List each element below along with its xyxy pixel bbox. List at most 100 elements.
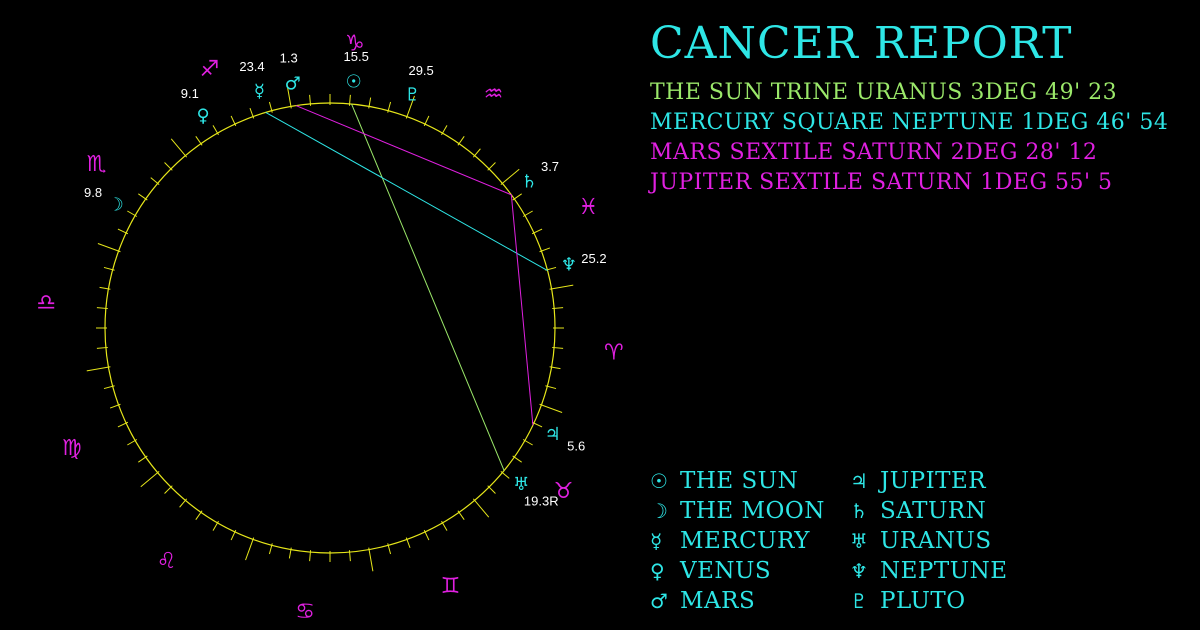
wheel-tick	[522, 439, 533, 446]
uranus-icon: ♅	[850, 529, 868, 553]
wheel-tick	[441, 520, 448, 531]
legend-label: THE MOON	[680, 498, 825, 524]
natal-chart-wheel: ♈♉♊♋♌♍♎♏♐♑♒♓ ☉15.5☽9.8☿23.4♀9.1♂1.3♃5.6♄…	[36, 32, 624, 625]
wheel-tick	[164, 162, 173, 171]
legend-label: MARS	[680, 588, 756, 614]
wheel-tick	[127, 210, 138, 217]
planet-degree-label: 3.7	[541, 159, 559, 174]
leo-icon: ♌	[157, 549, 177, 574]
wheel-tick	[195, 510, 203, 520]
wheel-tick	[387, 101, 392, 113]
saturn-icon: ♄	[521, 171, 537, 192]
wheel-tick	[96, 346, 108, 349]
wheel-tick	[348, 94, 351, 106]
wheel-circle	[104, 102, 556, 554]
wheel-tick	[286, 84, 292, 109]
wheel-tick	[103, 385, 115, 390]
legend-label: THE SUN	[680, 468, 799, 494]
libra-icon: ♎	[36, 291, 56, 316]
legend-item: ♀VENUS	[650, 556, 850, 586]
planet-degree-label: 15.5	[344, 49, 369, 64]
aquarius-icon: ♒	[484, 82, 504, 107]
wheel-tick	[441, 125, 448, 136]
aspect-line-text: MERCURY SQUARE NEPTUNE 1DEG 46' 54	[650, 110, 1169, 135]
wheel-tick	[539, 247, 551, 253]
wheel-tick	[539, 403, 563, 413]
planet-degree-label: 29.5	[408, 63, 433, 78]
sun-icon: ☉	[650, 469, 668, 493]
jupiter-icon: ♃	[850, 469, 868, 493]
mercury-icon: ☿	[254, 81, 265, 102]
scorpio-icon: ♏	[87, 152, 107, 177]
wheel-tick	[138, 455, 148, 463]
wheel-tick	[86, 366, 111, 372]
planet-degree-label: 9.1	[181, 86, 199, 101]
venus-icon: ♀	[197, 106, 210, 127]
wheel-tick	[268, 543, 273, 555]
wheel-tick	[405, 95, 415, 119]
aspect-line-text: MARS SEXTILE SATURN 2DEG 28' 12	[650, 140, 1098, 165]
planet-degree-label: 1.3	[280, 51, 298, 66]
wheel-tick	[500, 470, 510, 479]
wheel-tick	[309, 94, 312, 106]
wheel-tick	[288, 547, 292, 559]
gemini-icon: ♊	[441, 574, 461, 599]
wheel-tick	[531, 228, 543, 235]
mars-icon: ♂	[650, 589, 668, 613]
wheel-tick	[127, 439, 138, 446]
aspect-line-text: JUPITER SEXTILE SATURN 1DEG 55' 5	[650, 170, 1113, 195]
wheel-tick	[500, 168, 520, 186]
report-title: CANCER REPORT	[650, 18, 1073, 69]
legend-label: PLUTO	[880, 588, 966, 614]
wheel-tick	[423, 115, 430, 127]
legend-item: ♇PLUTO	[850, 586, 1050, 616]
planet-degree-label: 25.2	[581, 251, 606, 266]
wheel-tick	[230, 529, 237, 541]
taurus-icon: ♉	[554, 479, 574, 504]
wheel-tick	[164, 485, 173, 494]
neptune-icon: ♆	[850, 559, 868, 583]
wheel-tick	[97, 243, 121, 253]
mars-icon: ♂	[285, 73, 301, 94]
wheel-tick	[368, 547, 374, 572]
legend-label: NEPTUNE	[880, 558, 1008, 584]
wheel-tick	[512, 193, 522, 201]
wheel-tick	[249, 107, 255, 119]
jupiter-icon: ♃	[545, 424, 561, 445]
capricorn-icon: ♑	[345, 32, 365, 57]
legend-item: ☿MERCURY	[650, 526, 850, 556]
wheel-tick	[268, 101, 273, 113]
wheel-tick	[179, 498, 188, 508]
zodiac-signs: ♈♉♊♋♌♍♎♏♐♑♒♓	[36, 32, 624, 625]
planet-markers: ☉15.5☽9.8☿23.4♀9.1♂1.3♃5.6♄3.7♅19.3R♆25.…	[84, 49, 607, 509]
wheel-tick	[245, 537, 255, 561]
legend-item: ☉ THE SUN	[650, 466, 850, 496]
aspect-line-jupiter-saturn	[510, 194, 534, 426]
legend-label: URANUS	[880, 528, 992, 554]
aspect-lines	[265, 103, 548, 471]
legend-item: ♂ MARS	[650, 586, 850, 616]
planet-degree-label: 19.3R	[524, 493, 559, 508]
wheel-tick	[103, 266, 115, 271]
wheel-tick	[230, 115, 237, 127]
wheel-tick	[150, 177, 160, 186]
virgo-icon: ♍	[62, 436, 82, 461]
wheel-ticks	[86, 84, 574, 572]
planet-degree-label: 5.6	[567, 438, 585, 453]
wheel-tick	[99, 286, 111, 290]
wheel-tick	[117, 421, 129, 428]
legend-item: ☽THE MOON	[650, 496, 850, 526]
planet-legend: ☉ THE SUN ♃ JUPITER ☽THE MOON ♄SATURN ☿MER…	[650, 466, 1050, 616]
cancer-icon: ♋	[295, 599, 315, 624]
legend-item: ♄SATURN	[850, 496, 1050, 526]
wheel-tick	[522, 210, 533, 217]
wheel-tick	[512, 455, 522, 463]
legend-label: MERCURY	[680, 528, 810, 554]
aspect-list: THE SUN TRINE URANUS 3DEG 49' 23 MERCURY…	[650, 78, 1168, 198]
wheel-tick	[405, 537, 411, 549]
aspect-line-text: THE SUN TRINE URANUS 3DEG 49' 23	[650, 80, 1118, 105]
legend-label: VENUS	[680, 558, 772, 584]
wheel-tick	[423, 529, 430, 541]
legend-label: JUPITER	[880, 468, 987, 494]
saturn-icon: ♄	[850, 499, 868, 523]
